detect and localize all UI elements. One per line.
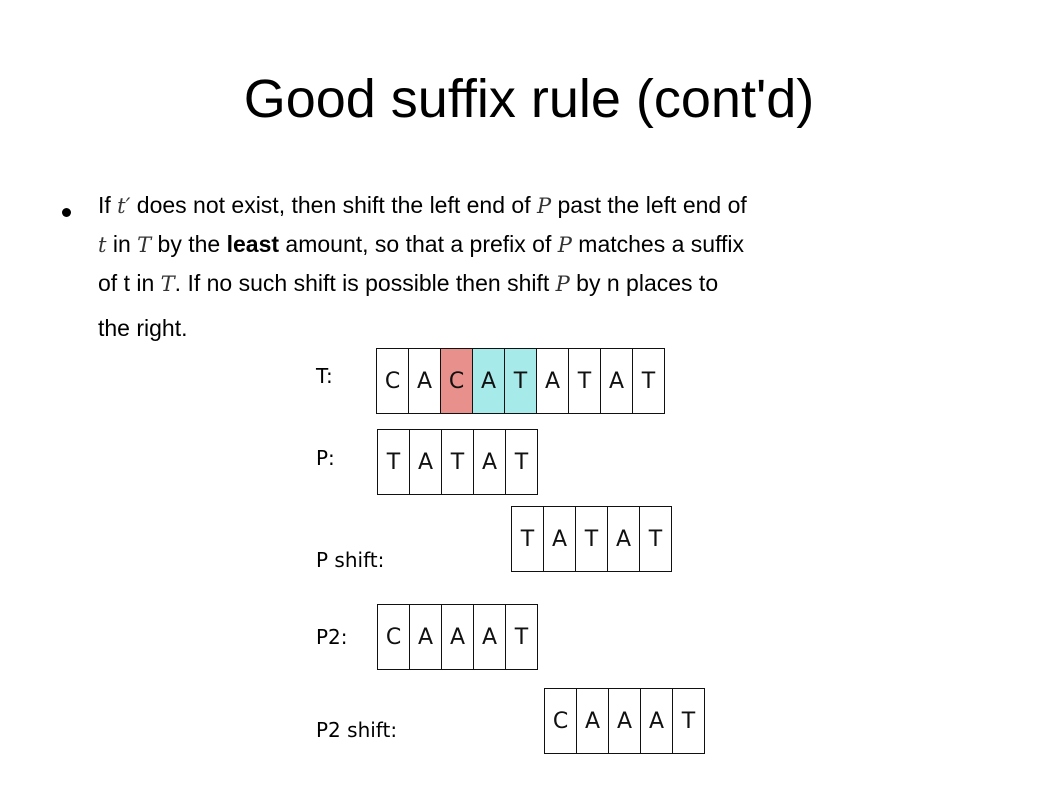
text-run: does not exist, then shift the left end … [130, 192, 537, 218]
text-run: of t in [98, 270, 161, 296]
row-label-pattern2-shift: P2 shift: [316, 718, 398, 742]
row-label-pattern: P: [316, 446, 335, 470]
sequence-cell: T [632, 348, 665, 414]
sequence-cell: T [672, 688, 705, 754]
math-T: T [160, 272, 175, 296]
text-run: past the left end of [551, 192, 747, 218]
sequence-cell: A [640, 688, 673, 754]
slide-title: Good suffix rule (cont'd) [243, 69, 815, 129]
sequence-cell: T [568, 348, 601, 414]
bullet-item: If t′ does not exist, then shift the lef… [98, 186, 1008, 347]
sequence-cell: T [639, 506, 672, 572]
text-run: the right. [98, 315, 188, 341]
text-run: . If no such shift is possible then shif… [174, 270, 556, 296]
sequence-cell: T [511, 506, 544, 572]
sequence-cell: A [608, 688, 641, 754]
sequence-cell: T [575, 506, 608, 572]
sequence-cell: T [377, 429, 410, 495]
sequence-cell: C [440, 348, 473, 414]
text-run: by n places to [569, 270, 719, 296]
text-run: by the [151, 231, 227, 257]
sequence-cell: A [536, 348, 569, 414]
math-p: P [555, 272, 570, 296]
sequence-cell: T [505, 604, 538, 670]
bullet-line-3: of t in T. If no such shift is possible … [98, 264, 1008, 303]
sequence-cell: A [576, 688, 609, 754]
text-run: matches a suffix [571, 231, 745, 257]
sequence-cell: A [408, 348, 441, 414]
bullet-line-2: t in T by the least amount, so that a pr… [98, 225, 1008, 264]
math-t-prime: t′ [117, 194, 131, 218]
text-run: in [106, 231, 138, 257]
row-label-pattern-shift: P shift: [316, 548, 385, 572]
sequence-cell: A [473, 429, 506, 495]
sequence-cell: A [473, 604, 506, 670]
sequence-cell: T [505, 429, 538, 495]
text-run: amount, so that a prefix of [279, 231, 558, 257]
text-run: If [98, 192, 118, 218]
sequence-cell: C [544, 688, 577, 754]
sequence-cell: T [504, 348, 537, 414]
sequence-cell: A [409, 604, 442, 670]
sequence-cell: A [409, 429, 442, 495]
math-p: P [557, 233, 572, 257]
bullet-line-4: the right. [98, 309, 1008, 347]
row-label-pattern2: P2: [316, 625, 348, 649]
bullet-dot-icon [62, 208, 71, 217]
sequence-cell: A [607, 506, 640, 572]
math-T: T [137, 233, 152, 257]
math-t: t [98, 233, 107, 257]
sequence-cell: A [441, 604, 474, 670]
math-p: P [536, 194, 552, 218]
sequence-cell: T [441, 429, 474, 495]
sequence-cell: A [472, 348, 505, 414]
bullet-line-1: If t′ does not exist, then shift the lef… [98, 186, 1008, 225]
sequence-cell: C [376, 348, 409, 414]
sequence-cell: A [543, 506, 576, 572]
row-label-text: T: [316, 364, 333, 388]
sequence-cell: C [377, 604, 410, 670]
sequence-cell: A [600, 348, 633, 414]
bold-word-least: least [226, 231, 280, 257]
